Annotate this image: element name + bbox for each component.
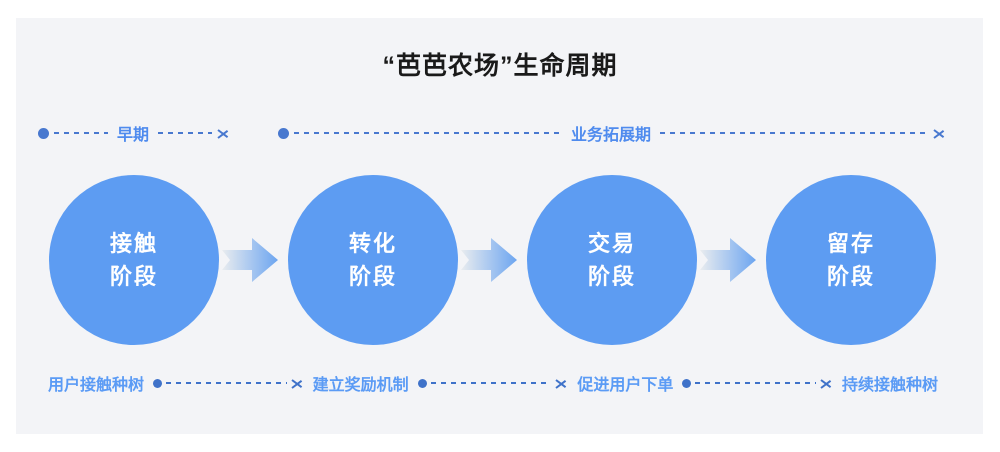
phase-dashed-line-left bbox=[54, 132, 108, 134]
phase-start-dot-icon bbox=[278, 127, 289, 139]
stage-transition-arrow-icon bbox=[222, 238, 278, 282]
phase-start-dot-icon bbox=[38, 127, 49, 139]
stage-label-line1: 交易 bbox=[587, 231, 636, 256]
phase-arrowhead-icon bbox=[218, 126, 230, 140]
step-arrowhead-icon bbox=[556, 376, 568, 390]
step-connector bbox=[417, 376, 569, 390]
step-arrowhead-icon bbox=[821, 376, 833, 390]
step-dashed-line bbox=[166, 382, 287, 384]
stage-transition-arrow-icon bbox=[700, 238, 756, 282]
phase-track-early: 早期 bbox=[38, 120, 230, 146]
step-dot-icon bbox=[153, 378, 163, 388]
stage-circle-retention[interactable]: 留存 阶段 bbox=[766, 175, 936, 345]
step-arrowhead-icon bbox=[292, 376, 304, 390]
step-dot-icon bbox=[682, 378, 692, 388]
step-connector bbox=[682, 376, 833, 390]
step-connector bbox=[153, 376, 304, 390]
stage-label-line1: 转化 bbox=[348, 231, 397, 256]
step-label-retention: 持续接触种树 bbox=[841, 377, 938, 394]
phase-label-expansion: 业务拓展期 bbox=[571, 127, 652, 144]
step-label-order: 促进用户下单 bbox=[577, 377, 674, 394]
step-dashed-line bbox=[430, 382, 552, 384]
stage-transition-arrow-icon bbox=[461, 238, 517, 282]
phase-label-early: 早期 bbox=[117, 127, 150, 144]
stage-label-line2: 阶段 bbox=[587, 264, 636, 289]
page-title: “芭芭农场”生命周期 bbox=[382, 52, 618, 80]
phase-dashed-line-right bbox=[158, 132, 213, 134]
step-dashed-line bbox=[695, 382, 816, 384]
phase-track-expansion: 业务拓展期 bbox=[278, 120, 946, 146]
stage-label-line2: 阶段 bbox=[348, 264, 397, 289]
stage-circle-conversion[interactable]: 转化 阶段 bbox=[288, 175, 458, 345]
stage-circle-transaction[interactable]: 交易 阶段 bbox=[527, 175, 697, 345]
phase-dashed-line-right bbox=[660, 132, 929, 134]
phase-dashed-line-left bbox=[294, 132, 562, 134]
step-label-reward: 建立奖励机制 bbox=[312, 377, 409, 394]
stage-label-line2: 阶段 bbox=[109, 264, 158, 289]
stage-circle-contact[interactable]: 接触 阶段 bbox=[49, 175, 219, 345]
phase-arrowhead-icon bbox=[934, 126, 946, 140]
stage-label-line1: 接触 bbox=[109, 231, 158, 256]
step-label-row: 用户接触种树 建立奖励机制 促进用户下单 持续接触种树 bbox=[48, 370, 938, 396]
step-dot-icon bbox=[417, 378, 427, 388]
stage-label-line1: 留存 bbox=[826, 231, 875, 256]
step-label-contact: 用户接触种树 bbox=[48, 377, 145, 394]
stage-label-line2: 阶段 bbox=[826, 264, 875, 289]
